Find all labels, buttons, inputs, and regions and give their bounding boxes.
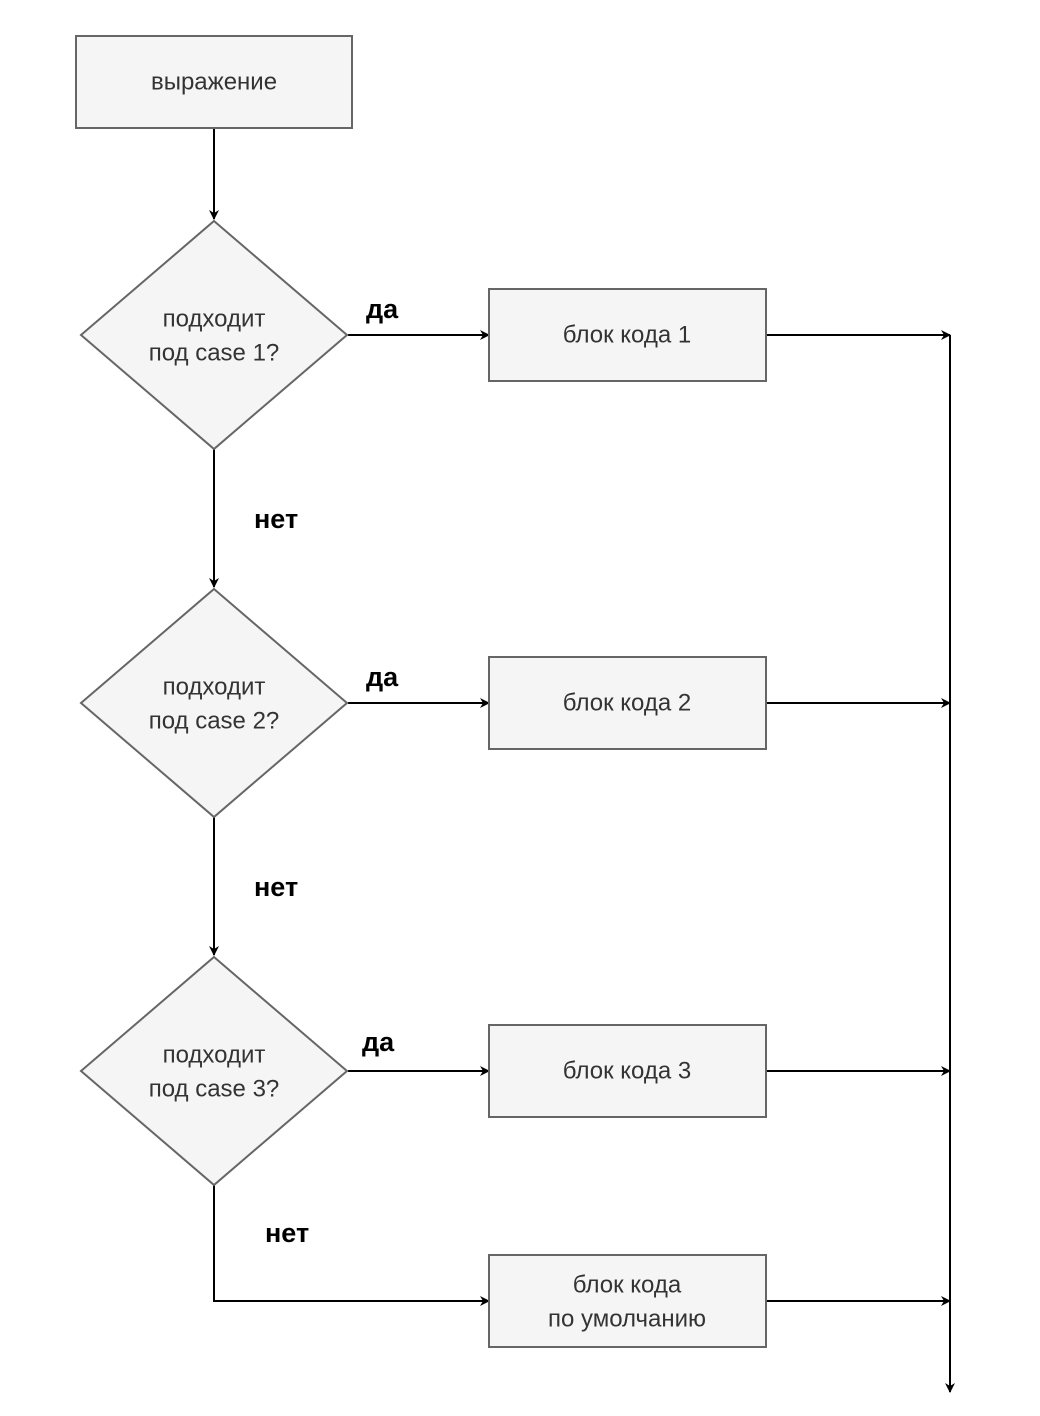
edge-labels: да нет да нет да нет: [254, 294, 399, 1248]
decision-node-1-line-1: подходит: [163, 306, 266, 333]
edges: [209, 128, 955, 1393]
no-label-2: нет: [254, 872, 298, 902]
no-label-1: нет: [254, 504, 298, 534]
decision-node-2-line-2: под case 2?: [149, 708, 280, 735]
code-block-2: блок кода 2: [488, 656, 767, 750]
code-block-3: блок кода 3: [488, 1024, 767, 1118]
code-block-1: блок кода 1: [488, 288, 767, 382]
decision-node-3-line-2: под case 3?: [149, 1076, 280, 1103]
code-block-1-label: блок кода 1: [563, 322, 691, 349]
yes-label-1: да: [366, 294, 399, 324]
yes-label-2: да: [366, 662, 399, 692]
code-block-default: блок кода по умолчанию: [488, 1254, 767, 1348]
decision-node-2: подходит под case 2?: [79, 587, 349, 819]
decision-node-1: подходит под case 1?: [79, 219, 349, 451]
code-block-3-label: блок кода 3: [563, 1058, 691, 1085]
decision-node-2-line-1: подходит: [163, 674, 266, 701]
start-node-label: выражение: [151, 69, 277, 96]
edge-decision-3-no: [213, 1185, 490, 1306]
start-node: выражение: [75, 35, 353, 129]
code-block-2-label: блок кода 2: [563, 690, 691, 717]
decision-node-3-line-1: подходит: [163, 1042, 266, 1069]
yes-label-3: да: [362, 1027, 395, 1057]
code-block-default-line-1: блок кода: [573, 1272, 682, 1299]
no-label-3: нет: [265, 1218, 309, 1248]
decision-node-3: подходит под case 3?: [79, 955, 349, 1187]
code-block-default-line-2: по умолчанию: [548, 1306, 706, 1333]
decision-node-1-line-2: под case 1?: [149, 340, 280, 367]
